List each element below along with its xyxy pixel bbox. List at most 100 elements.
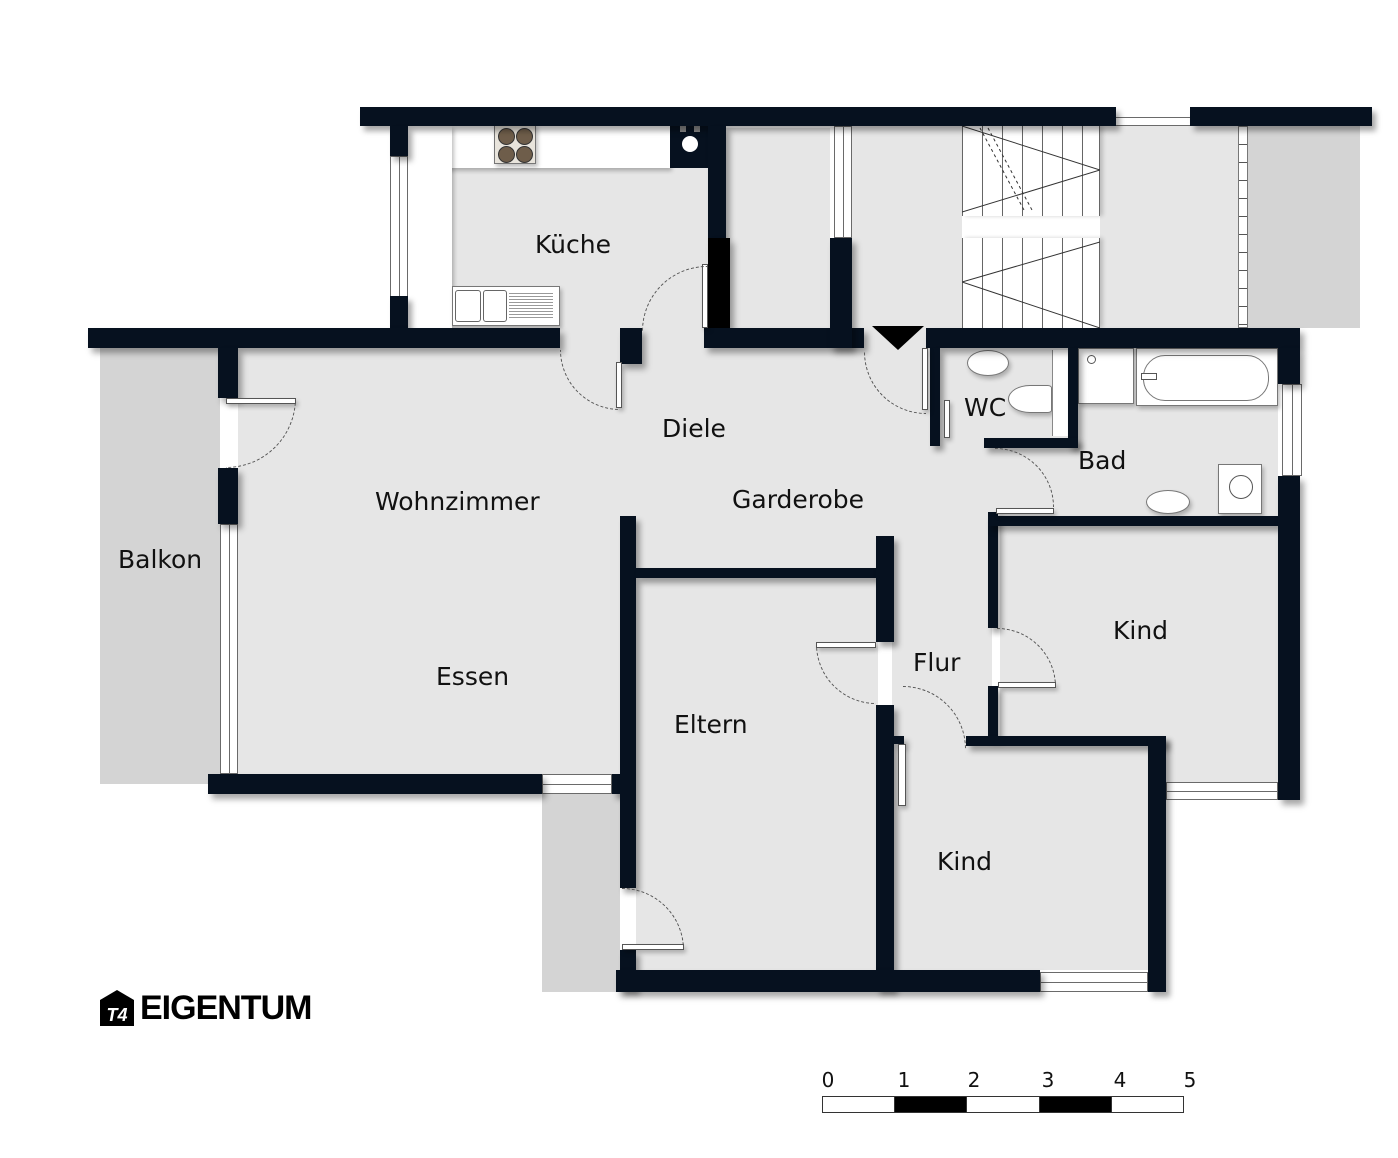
washer-drum-icon	[1229, 475, 1253, 499]
svg-text:T4: T4	[106, 1005, 127, 1025]
room-label-essen: Essen	[436, 662, 510, 691]
wall	[616, 970, 1040, 992]
vent-icon	[694, 126, 700, 132]
living-south-window	[542, 774, 612, 794]
washing-machine	[1218, 464, 1262, 514]
scale-bar: 0 1 2 3 4 5	[821, 1068, 1196, 1116]
eltern-floor	[636, 578, 878, 970]
scale-tick-label: 4	[1113, 1068, 1127, 1092]
wall	[830, 238, 852, 348]
loggia-rail	[1238, 126, 1248, 328]
wall	[988, 516, 1278, 526]
balcony-window	[220, 524, 238, 774]
wall	[930, 348, 940, 446]
burner-icon	[498, 146, 515, 163]
kitchen-sink	[452, 286, 560, 326]
kind2-floor	[894, 746, 1150, 970]
room-label-kind-2: Kind	[937, 847, 993, 876]
brand-name: EIGENTUM	[140, 989, 312, 1027]
room-label-flur: Flur	[913, 648, 961, 677]
wall	[988, 512, 998, 628]
scale-tick-label: 1	[897, 1068, 911, 1092]
scale-segment	[1039, 1096, 1112, 1113]
wall	[1068, 348, 1078, 446]
kind1-window	[1166, 782, 1278, 800]
scale-segment	[894, 1096, 967, 1113]
kind2-door[interactable]	[898, 744, 906, 806]
staircase	[962, 126, 1100, 328]
loggia-floor	[1248, 126, 1360, 328]
bad-washbasin	[1146, 490, 1190, 514]
room-label-kueche: Küche	[535, 230, 611, 259]
kind2-window	[1040, 972, 1148, 992]
entrance-triangle-icon	[872, 326, 924, 350]
wall	[88, 328, 560, 348]
wall	[208, 774, 542, 794]
kitchen-window	[390, 156, 408, 298]
wall	[1278, 348, 1300, 384]
loggia-edge	[1360, 126, 1370, 340]
wc-toilet	[1008, 385, 1052, 413]
vent-icon	[680, 126, 686, 132]
wc-cistern	[1052, 350, 1069, 436]
balcony-edge	[88, 348, 100, 792]
scale-segment	[966, 1096, 1040, 1113]
kitchen-shaft	[670, 126, 710, 168]
room-label-bad: Bad	[1078, 446, 1127, 475]
scale-tick-label: 3	[1041, 1068, 1055, 1092]
wall	[876, 536, 894, 642]
stairwell-window	[834, 126, 852, 238]
closet-floor	[726, 128, 830, 328]
stove-cooktop	[494, 124, 536, 164]
wall	[620, 328, 642, 364]
wall	[1148, 736, 1166, 992]
stair-direction-lines	[962, 126, 1100, 328]
wall	[218, 348, 238, 398]
small-balcony-edge	[534, 792, 542, 992]
small-balcony-floor	[542, 792, 620, 992]
bad-door[interactable]	[996, 508, 1054, 514]
tub-basin-icon	[1143, 355, 1269, 401]
bathtub	[1136, 348, 1278, 406]
wc-door[interactable]	[944, 400, 950, 438]
kitchen-counter-left	[408, 126, 452, 328]
wall	[988, 686, 998, 738]
burner-icon	[516, 146, 533, 163]
north-window	[1116, 108, 1190, 126]
stairwell-landing-floor	[852, 126, 964, 328]
house-logo-icon: T4	[100, 990, 134, 1026]
wall	[704, 328, 864, 348]
wall	[708, 126, 726, 238]
wall	[360, 107, 1116, 126]
scale-tick-label: 2	[967, 1068, 981, 1092]
room-label-balkon: Balkon	[118, 545, 203, 574]
wall	[966, 736, 1166, 746]
scale-tick-label: 5	[1183, 1068, 1197, 1092]
stairwell-right-floor	[1100, 126, 1240, 328]
wall	[620, 516, 636, 888]
balcony-floor	[100, 348, 220, 784]
tub-faucet-icon	[1141, 373, 1157, 380]
wall	[218, 468, 238, 524]
wall	[876, 705, 894, 990]
burner-icon	[516, 128, 533, 145]
wall	[390, 296, 408, 330]
bad-window	[1282, 384, 1302, 476]
wall	[636, 568, 878, 578]
wc-washbasin	[967, 350, 1009, 376]
scale-segment	[1111, 1096, 1184, 1113]
shower-drain-icon	[1087, 355, 1096, 364]
wall	[984, 438, 1078, 448]
room-label-wc: WC	[964, 393, 1007, 422]
room-label-diele: Diele	[662, 414, 726, 443]
wall	[926, 328, 1300, 348]
scale-tick-label: 0	[821, 1068, 835, 1092]
room-label-garderobe: Garderobe	[732, 485, 865, 514]
wall	[708, 238, 730, 328]
scale-segment	[822, 1096, 895, 1113]
sink-basin-icon	[455, 290, 481, 322]
wall	[1190, 107, 1372, 126]
shower-tray	[1078, 348, 1134, 404]
room-label-wohnzimmer: Wohnzimmer	[375, 487, 540, 516]
burner-icon	[498, 128, 515, 145]
